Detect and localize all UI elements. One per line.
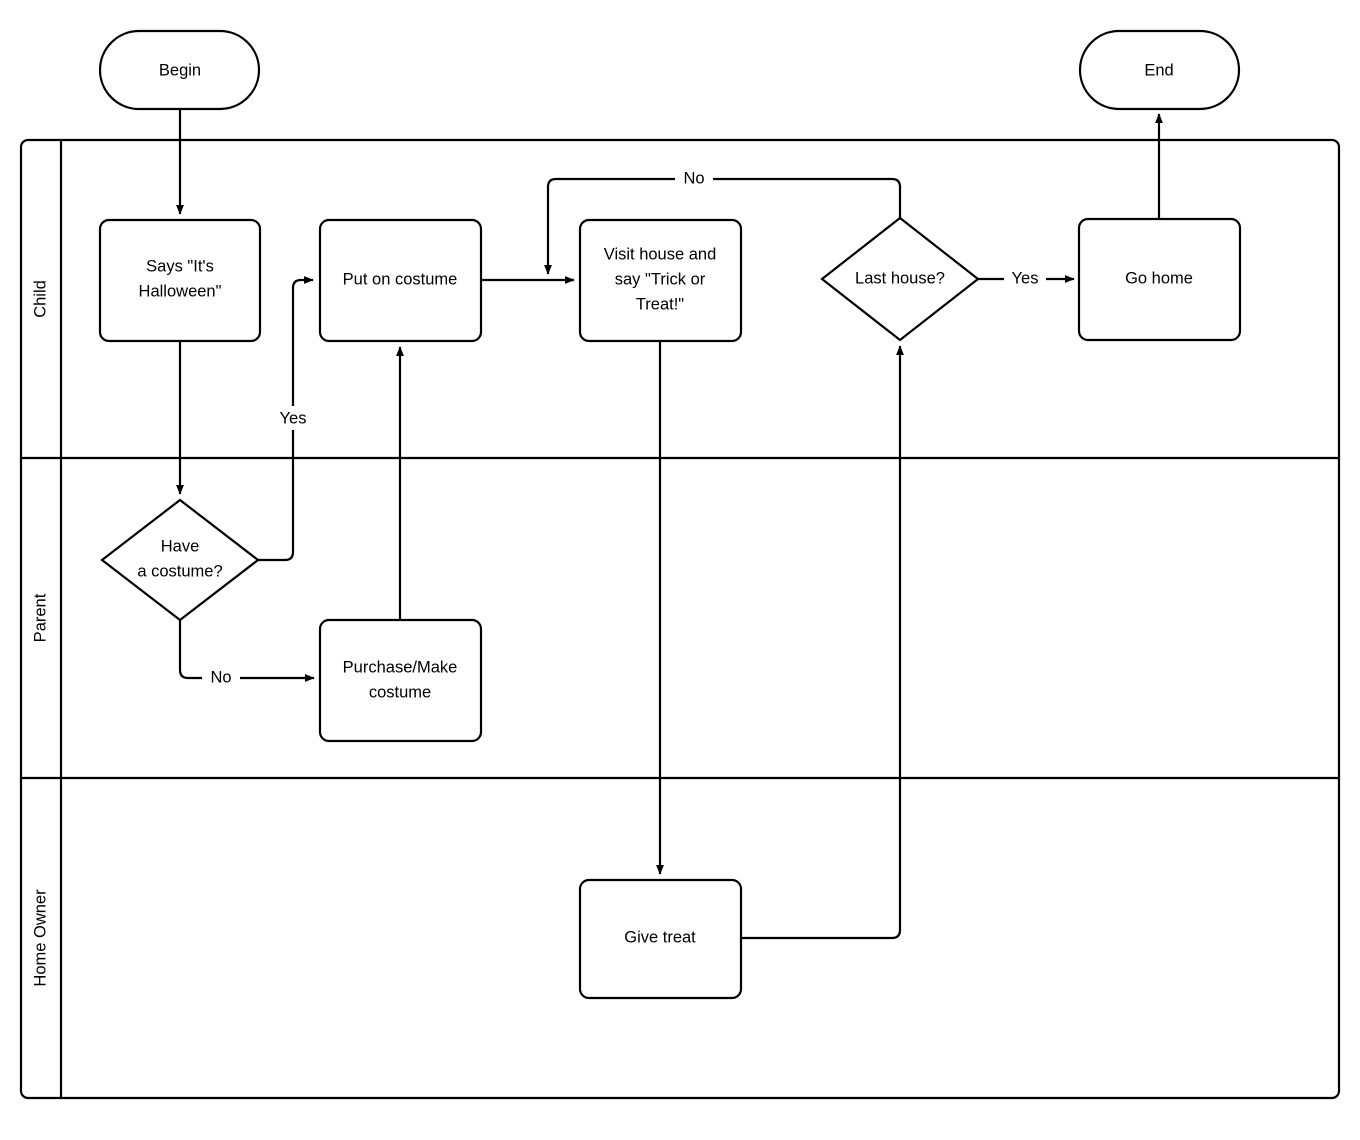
edge-layer: Put on costume (right, then up, then rig… [176, 108, 1163, 940]
edge-label-layer: Yes No No Yes [202, 167, 1046, 690]
give-treat-shape[interactable] [578, 878, 743, 1000]
begin-shape[interactable] [98, 29, 261, 111]
edge-label-yes-costume-bg [272, 406, 314, 430]
node-layer: Begin Says "It's Halloween" Put on costu… [98, 29, 1242, 1000]
lane-label-child: Child [31, 280, 49, 318]
visit-house-label-line-2: say "Trick or [615, 270, 706, 288]
pool-outline [19, 138, 1341, 1100]
node-give-treat[interactable]: Give treat [578, 878, 743, 1000]
go-home-label: Go home [1125, 269, 1193, 287]
edge-label-no-costume-bg [202, 666, 240, 690]
end-shape[interactable] [1078, 29, 1241, 111]
put-on-costume-label: Put on costume [343, 270, 458, 288]
edge-label-have-a-costume-no: No [210, 668, 231, 686]
last-house-label: Last house? [855, 269, 945, 287]
visit-house-shape[interactable] [578, 218, 743, 343]
purchase-costume-label-line-1: Purchase/Make [343, 658, 458, 676]
says-halloween-label-line-2: Halloween" [139, 282, 222, 300]
have-a-costume-shape[interactable] [100, 498, 260, 622]
lane-label-home-owner: Home Owner [31, 889, 49, 987]
node-put-on-costume[interactable]: Put on costume [318, 218, 483, 343]
visit-house-label-line-1: Visit house and [604, 245, 717, 263]
lane-label-parent: Parent [31, 593, 49, 642]
node-visit-house[interactable]: Visit house and say "Trick or Treat!" [578, 218, 743, 343]
have-a-costume-label-line-2: a costume? [137, 562, 222, 580]
node-end[interactable]: End [1078, 29, 1241, 111]
begin-label: Begin [159, 61, 201, 79]
edge-label-no-lasthouse-bg [675, 167, 713, 191]
give-treat-label: Give treat [624, 928, 696, 946]
edge-label-last-house-yes: Yes [1012, 269, 1039, 287]
edge-label-yes-lasthouse-bg [1004, 267, 1046, 291]
edge-last-house-no-to-visit-house [544, 177, 902, 275]
says-halloween-shape[interactable] [98, 218, 262, 343]
edge-label-last-house-no: No [683, 169, 704, 187]
end-label: End [1144, 61, 1173, 79]
put-on-costume-shape[interactable] [318, 218, 483, 343]
edge-give-treat-to-last-house [741, 345, 904, 940]
node-go-home[interactable]: Go home [1077, 217, 1242, 342]
edge-have-a-costume-no-to-purchase-costume [178, 620, 315, 682]
node-have-a-costume[interactable]: Have a costume? [100, 498, 260, 622]
node-begin[interactable]: Begin [98, 29, 261, 111]
node-says-halloween[interactable]: Says "It's Halloween" [98, 218, 262, 343]
swimlane-pool: Child Parent Home Owner [19, 138, 1341, 1100]
node-purchase-costume[interactable]: Purchase/Make costume [318, 618, 483, 743]
go-home-shape[interactable] [1077, 217, 1242, 342]
node-last-house[interactable]: Last house? [820, 216, 980, 342]
last-house-shape[interactable] [820, 216, 980, 342]
purchase-costume-shape[interactable] [318, 618, 483, 743]
edge-label-have-a-costume-yes: Yes [280, 409, 307, 427]
says-halloween-label-line-1: Says "It's [146, 257, 214, 275]
have-a-costume-label-line-1: Have [161, 537, 200, 555]
visit-house-label-line-3: Treat!" [636, 295, 684, 313]
purchase-costume-label-line-2: costume [369, 683, 431, 701]
